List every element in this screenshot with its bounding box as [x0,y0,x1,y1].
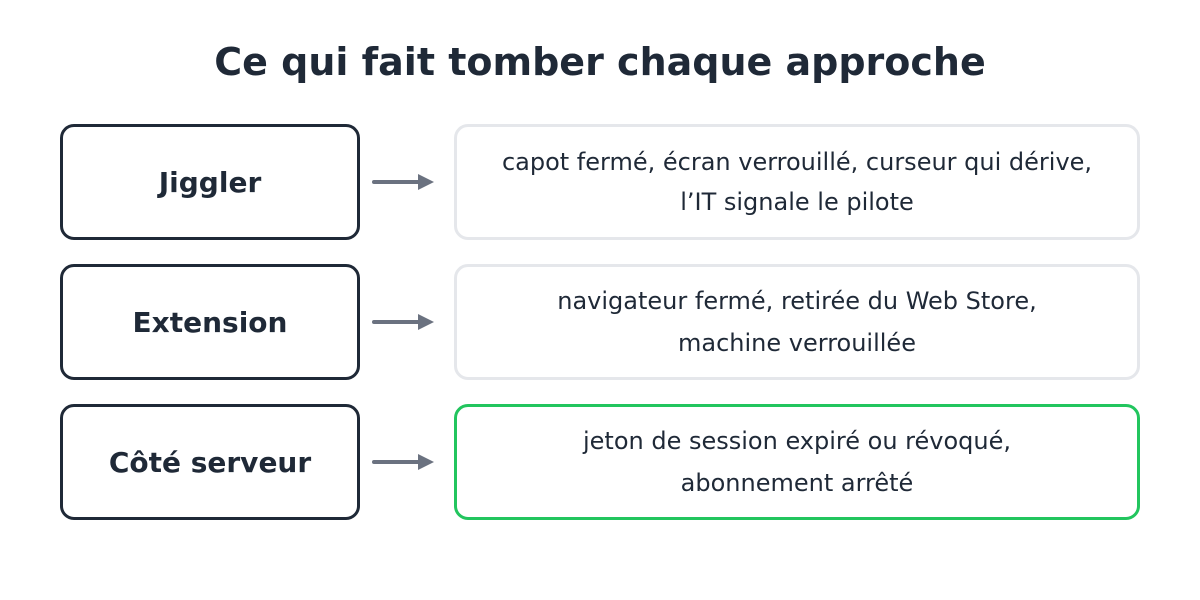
arrow-right-icon [372,454,434,470]
failure-line: jeton de session expiré ou révoqué, [582,427,1011,455]
failure-line: abonnement arrêté [680,469,914,497]
failure-line: navigateur fermé, retirée du Web Store, [557,287,1037,315]
arrow-right-icon [372,174,434,190]
arrow-right-icon [372,314,434,330]
approach-box-jiggler: Jiggler [60,124,360,240]
approach-row-server-side: Côté serveur jeton de session expiré ou … [0,404,1200,520]
failure-box-jiggler: capot fermé, écran verrouillé, curseur q… [454,124,1140,240]
failure-line: machine verrouillée [678,329,916,357]
failure-line: l’IT signale le pilote [680,188,914,216]
failure-line: capot fermé, écran verrouillé, curseur q… [501,148,1093,176]
failure-box-extension: navigateur fermé, retirée du Web Store, … [454,264,1140,380]
approach-row-extension: Extension navigateur fermé, retirée du W… [0,264,1200,380]
approach-row-jiggler: Jiggler capot fermé, écran verrouillé, c… [0,124,1200,240]
approach-box-server-side: Côté serveur [60,404,360,520]
approach-box-extension: Extension [60,264,360,380]
page-title: Ce qui fait tomber chaque approche [214,40,986,84]
failure-box-server-side: jeton de session expiré ou révoqué, abon… [454,404,1140,520]
